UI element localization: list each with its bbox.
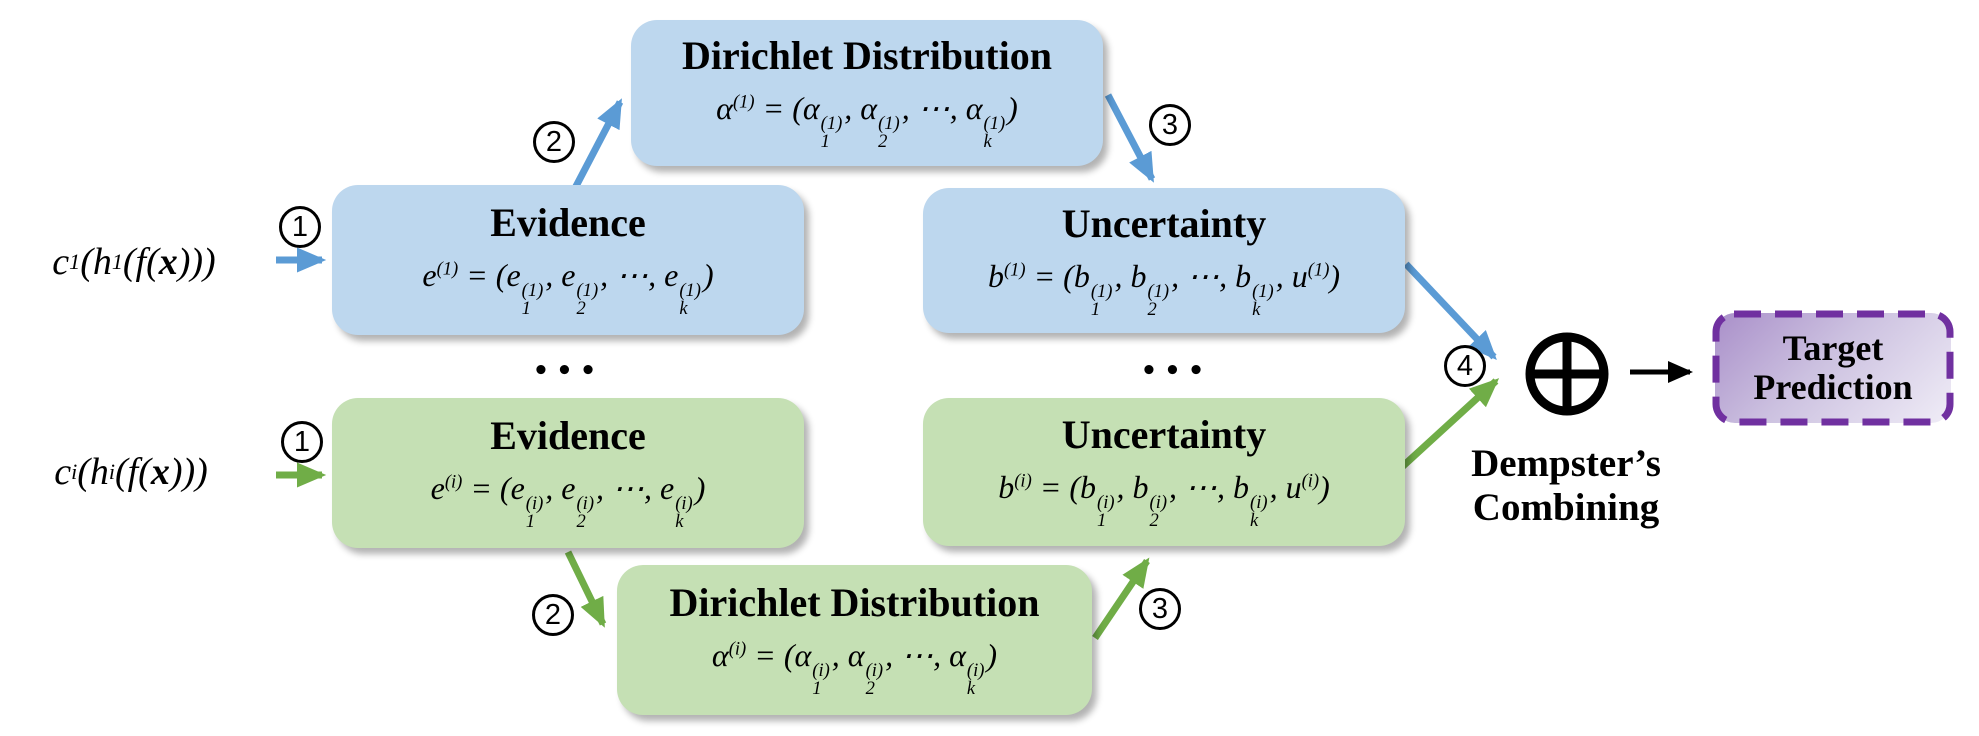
dempster-combining-label-line2: Combining [1472,486,1660,530]
target-prediction-background [1715,313,1951,423]
evidence-formula-blue: e(1) = (e(1)1, e(1)2, ⋯, e(1)k) [422,257,714,320]
step-badge-3-green: 3 [1139,588,1181,630]
dirichlet-distribution-box-green: Dirichlet Distribution α(i) = (α(i)1, α(… [617,565,1092,715]
arrow-step3-dirichlet-to-uncertainty-green [1092,557,1150,640]
step-badge-1-blue: 1 [279,206,321,248]
uncertainty-title-blue: Uncertainty [1061,200,1267,246]
evidence-title-blue: Evidence [490,200,646,246]
dempster-combining-icon [1525,332,1609,416]
evidence-box-blue: Evidence e(1) = (e(1)1, e(1)2, ⋯, e(1)k) [332,185,804,335]
dirichlet-title-green: Dirichlet Distribution [669,580,1040,626]
evidence-title-green: Evidence [490,413,646,459]
uncertainty-box-green: Uncertainty b(i) = (b(i)1, b(i)2, ⋯, b(i… [923,398,1405,546]
dempster-combining-label: Dempster’s Combining [1416,442,1716,530]
evidence-box-green: Evidence e(i) = (e(i)1, e(i)2, ⋯, e(i)k) [332,398,804,548]
uncertainty-title-green: Uncertainty [1061,412,1267,458]
target-prediction-label-line1: Target [1782,328,1884,369]
step-badge-4: 4 [1444,345,1486,387]
arrow-step4-uncertainty-to-combiner-blue [1403,261,1497,361]
step-badge-1-green: 1 [281,421,323,463]
uncertainty-box-blue: Uncertainty b(1) = (b(1)1, b(1)2, ⋯, b(1… [923,188,1405,333]
target-prediction-dashed-border [1712,310,1954,426]
ellipsis-uncertainty-column: ••• [1140,356,1212,386]
dirichlet-formula-green: α(i) = (α(i)1, α(i)2, ⋯, α(i)k) [711,637,998,700]
target-prediction-label: Target Prediction [1712,310,1954,426]
target-prediction-box: Target Prediction [1712,310,1954,426]
step-badge-2-blue: 2 [533,121,575,163]
uncertainty-formula-green: b(i) = (b(i)1, b(i)2, ⋯, b(i)k, u(i)) [998,469,1330,532]
evidence-formula-green: e(i) = (e(i)1, e(i)2, ⋯, e(i)k) [430,470,706,533]
uncertainty-formula-blue: b(1) = (b(1)1, b(1)2, ⋯, b(1)k, u(1)) [987,257,1341,320]
dirichlet-distribution-box-blue: Dirichlet Distribution α(1) = (α(1)1, α(… [631,20,1103,166]
arrow-step2-evidence-to-dirichlet-blue [569,98,624,194]
dirichlet-title-blue: Dirichlet Distribution [682,33,1052,79]
target-prediction-label-line2: Prediction [1753,367,1913,407]
ellipsis-evidence-column: ••• [532,356,604,386]
step-badge-2-green: 2 [532,594,574,636]
step-badge-3-blue: 3 [1149,104,1191,146]
arrow-step3-dirichlet-to-uncertainty-blue [1104,93,1156,183]
dirichlet-formula-blue: α(1) = (α(1)1, α(1)2, ⋯, α(1)k) [716,90,1018,153]
dempster-combining-label-line1: Dempster’s [1471,442,1661,485]
